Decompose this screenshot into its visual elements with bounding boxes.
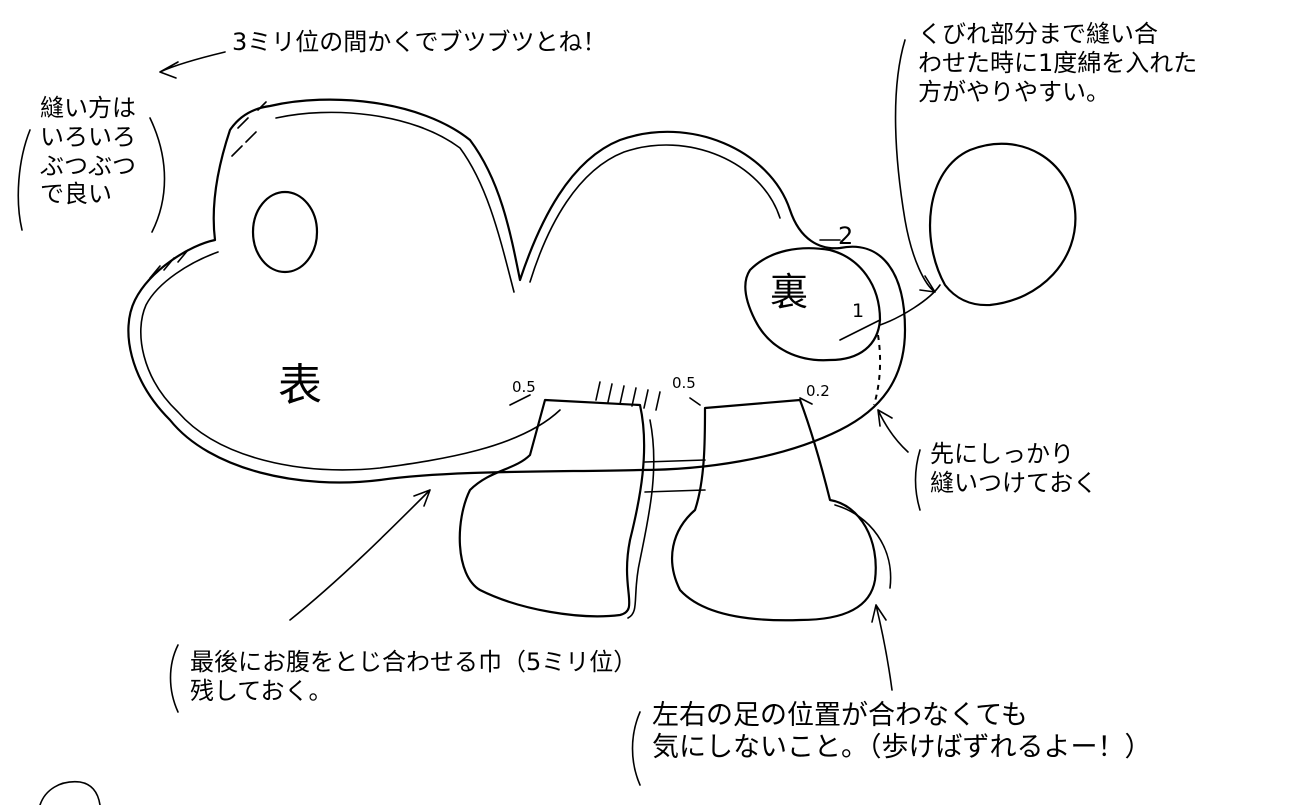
right-leg xyxy=(671,398,877,622)
bracket-sew-first xyxy=(914,449,921,511)
hatch-marks xyxy=(595,381,661,411)
note-sewing-method: 縫い方は いろいろ ぶつぶつ で良い xyxy=(40,94,136,209)
stitch-marks-top xyxy=(149,101,267,279)
arrow-stuffing-note xyxy=(894,39,936,293)
label-back: 裏 xyxy=(770,270,809,314)
note-sewing-method-line-1: 縫い方は xyxy=(40,94,136,122)
corner-circle-fragment xyxy=(39,780,101,805)
note-stuffing-tip-line-1: くびれ部分まで縫い合 xyxy=(918,20,1158,48)
note-sew-first: 先にしっかり 縫いつけておく xyxy=(930,440,1097,498)
dim-lines xyxy=(509,239,881,406)
bracket-feet xyxy=(631,711,641,786)
dimension-1: 1 xyxy=(852,300,865,322)
note-belly-opening-line-2: 残しておく。 xyxy=(190,676,333,705)
note-sewing-method-line-3: ぶつぶつ xyxy=(40,151,136,180)
left-leg-inner xyxy=(627,419,655,619)
note-sewing-method-line-2: いろいろ xyxy=(40,122,136,151)
loop-inner xyxy=(879,284,941,326)
body-seam xyxy=(140,111,781,471)
note-feet-position-line-1: 左右の足の位置が合わなくても xyxy=(652,700,1028,731)
bracket-left xyxy=(17,117,166,233)
bracket-belly xyxy=(169,644,179,713)
note-sew-first-line-1: 先にしっかり xyxy=(930,440,1074,468)
right-leg-inner xyxy=(834,504,892,589)
note-feet-position: 左右の足の位置が合わなくても 気にしないこと。（歩けばずれるよー！） xyxy=(652,700,1152,765)
leg-bridge xyxy=(644,459,706,493)
loop-outline xyxy=(929,142,1077,307)
dimension-2: 2 xyxy=(838,222,854,250)
label-front: 表 xyxy=(278,360,322,411)
arrow-stitch-note xyxy=(159,51,226,79)
dimension-0-2: 0.2 xyxy=(806,382,830,400)
body-outline xyxy=(127,98,907,484)
note-stitch-spacing: 3ミリ位の間かくでブツブツとね！ xyxy=(232,28,607,56)
back-piece-outline xyxy=(744,247,882,362)
left-leg xyxy=(458,398,646,618)
note-sew-first-line-2: 縫いつけておく xyxy=(930,468,1098,497)
note-sewing-method-line-4: で良い xyxy=(40,180,112,209)
arrow-sew-first xyxy=(877,409,909,453)
arrow-feet-note xyxy=(871,604,893,691)
note-feet-position-line-2: 気にしないこと。（歩けばずれるよー！） xyxy=(652,732,1152,764)
dimension-0-5-center: 0.5 xyxy=(672,374,696,392)
arrow-belly-note xyxy=(289,489,431,621)
note-stuffing-tip: くびれ部分まで縫い合 わせた時に1度綿を入れた 方がやりやすい。 xyxy=(918,20,1197,106)
dimension-0-5-left: 0.5 xyxy=(512,378,536,396)
note-belly-opening-line-1: 最後にお腹をとじ合わせる巾（5ミリ位） xyxy=(190,648,638,676)
note-belly-opening: 最後にお腹をとじ合わせる巾（5ミリ位） 残しておく。 xyxy=(190,648,637,706)
eye-circle xyxy=(251,190,319,274)
stitch-dashed-line xyxy=(873,334,882,406)
note-stuffing-tip-line-3: 方がやりやすい。 xyxy=(918,77,1110,106)
note-stuffing-tip-line-2: わせた時に1度綿を入れた xyxy=(918,48,1198,77)
